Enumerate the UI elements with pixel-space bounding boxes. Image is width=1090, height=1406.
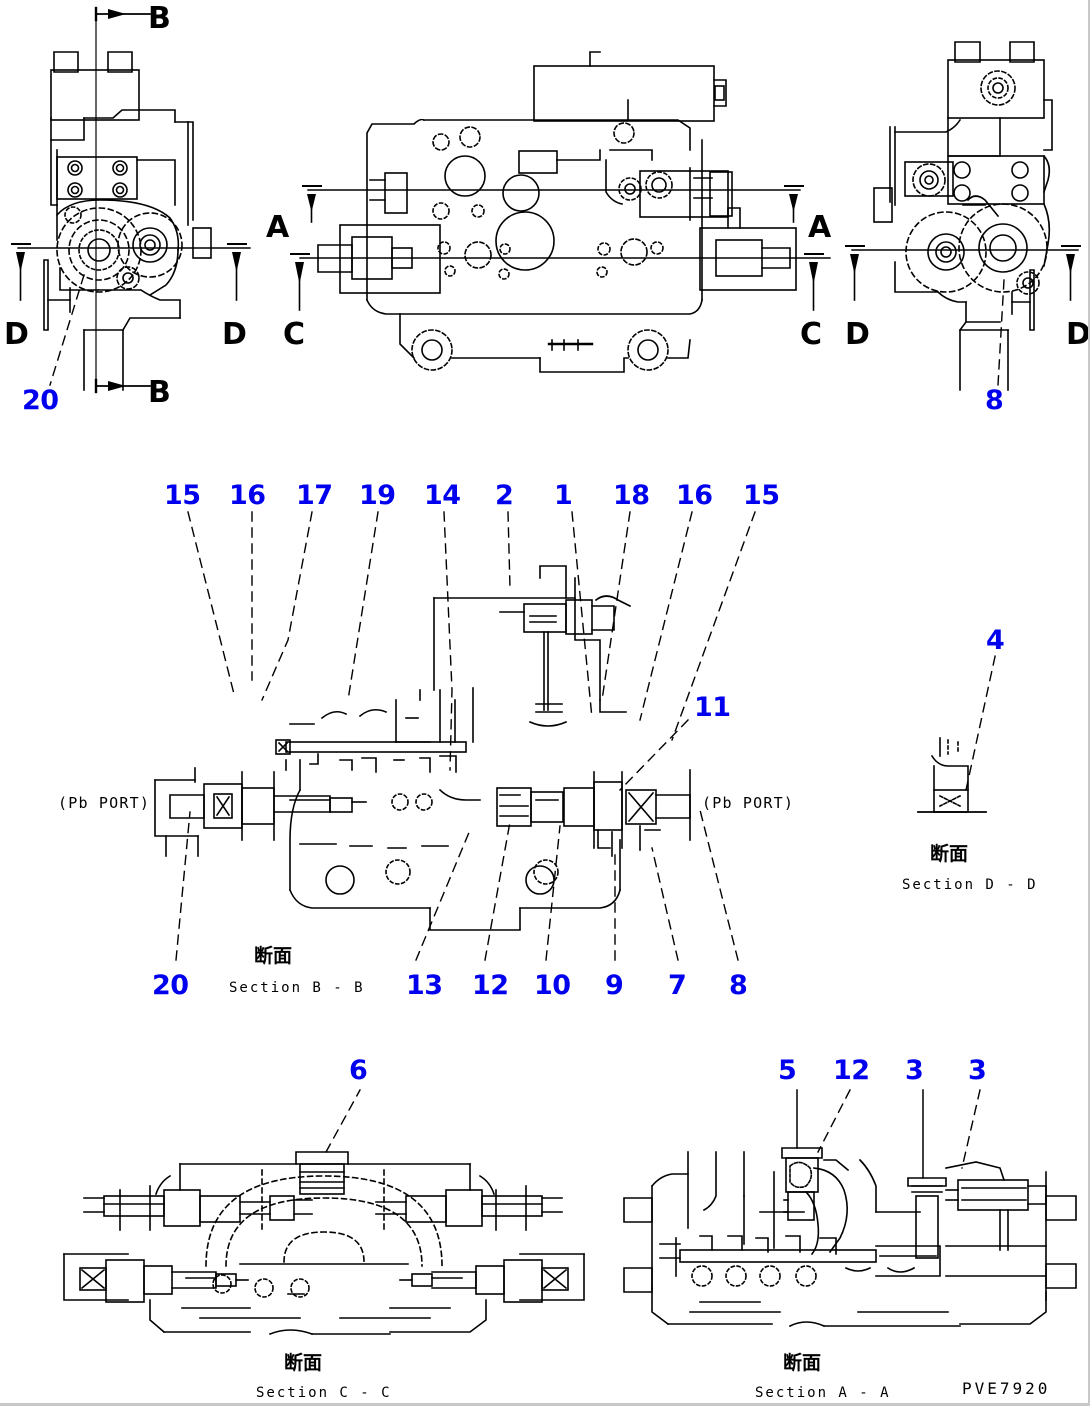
callout-11: 11 [694,692,731,723]
callout-20-mid: 20 [152,970,189,1001]
section-aa-caption-en: Section A - A [755,1385,891,1401]
section-marker-a-right: A [808,210,832,245]
callout-6: 6 [349,1055,368,1086]
section-aa-drawing [623,1089,1077,1328]
section-marker-b-top: B [148,1,171,36]
callout-14: 14 [424,480,461,511]
callout-9: 9 [605,970,624,1001]
callout-12-mid: 12 [472,970,509,1001]
callout-13: 13 [406,970,443,1001]
callout-19: 19 [359,480,396,511]
callout-15-right: 15 [743,480,780,511]
section-aa-caption-jp: 断面 [783,1352,822,1374]
port-label-right: (Pb PORT) [702,794,795,812]
callout-18: 18 [613,480,650,511]
callout-7: 7 [668,970,687,1001]
top-center-plan-view [290,51,831,373]
section-bb-leader-lines [175,511,756,961]
callout-12-bot: 12 [833,1055,870,1086]
callout-2: 2 [495,480,514,511]
section-dd-drawing [917,651,997,813]
section-marker-a-left: A [266,210,290,245]
top-left-end-view [11,6,251,394]
callout-8-mid: 8 [729,970,748,1001]
callout-16-right: 16 [676,480,713,511]
callout-8-top: 8 [985,385,1004,416]
section-dd-caption-en: Section D - D [902,877,1038,893]
callout-1: 1 [554,480,573,511]
section-dd-caption-jp: 断面 [930,843,969,865]
callout-15-left: 15 [164,480,201,511]
section-marker-d-far: D [1066,317,1090,352]
callout-5: 5 [778,1055,797,1086]
section-bb-caption-en: Section B - B [229,980,365,996]
section-marker-c-right: C [800,317,823,352]
callout-4: 4 [986,625,1005,656]
callout-16-left: 16 [229,480,266,511]
callout-20-top: 20 [22,385,59,416]
section-marker-d-left2: D [222,317,247,352]
top-right-end-view [845,41,1081,391]
section-marker-d-left: D [4,317,29,352]
section-marker-d-right: D [845,317,870,352]
section-cc-caption-jp: 断面 [284,1352,323,1374]
section-marker-c-left: C [283,317,306,352]
callout-17: 17 [296,480,333,511]
section-bb-caption-jp: 断面 [254,945,293,967]
section-marker-b-bottom: B [148,375,171,410]
section-cc-caption-en: Section C - C [256,1385,392,1401]
callout-3-a: 3 [905,1055,924,1086]
section-bb-drawing [154,565,691,931]
drawing-code: PVE7920 [962,1379,1051,1398]
port-label-left: (Pb PORT) [58,794,151,812]
section-cc-drawing [63,1089,585,1336]
callout-10: 10 [534,970,571,1001]
callout-3-b: 3 [968,1055,987,1086]
